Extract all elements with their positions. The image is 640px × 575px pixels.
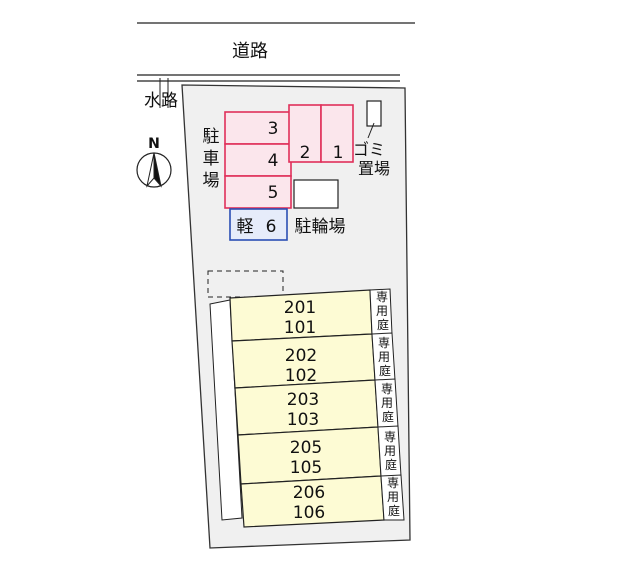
unit-203-103: 203 103 bbox=[234, 379, 379, 436]
parking-label-char-3: 場 bbox=[203, 171, 220, 191]
unit-upper-label: 205 bbox=[290, 438, 322, 458]
garden-char: 庭 bbox=[379, 363, 391, 378]
bicycle-parking-area bbox=[293, 179, 339, 209]
parking-space-1-label: 1 bbox=[333, 143, 344, 163]
private-garden-205: 専 用 庭 bbox=[377, 425, 402, 477]
garden-char: 庭 bbox=[385, 457, 397, 472]
unit-lower-label: 102 bbox=[285, 366, 317, 386]
private-garden-206: 専 用 庭 bbox=[380, 474, 405, 521]
north-arrow-icon bbox=[136, 152, 172, 188]
garden-char: 専 bbox=[378, 336, 390, 350]
road-label: 道路 bbox=[232, 41, 268, 62]
garden-char: 庭 bbox=[382, 409, 394, 424]
garden-char: 専 bbox=[381, 382, 393, 396]
unit-upper-label: 203 bbox=[287, 390, 319, 410]
garden-char: 専 bbox=[376, 290, 388, 304]
unit-205-105: 205 105 bbox=[237, 426, 382, 485]
garbage-bin bbox=[366, 100, 382, 127]
unit-upper-label: 201 bbox=[284, 298, 316, 318]
unit-202-102: 202 102 bbox=[231, 333, 376, 389]
garden-char: 用 bbox=[381, 396, 393, 410]
garbage-leader-line bbox=[367, 122, 375, 139]
parking-space-1: 1 bbox=[320, 104, 354, 163]
parking-label-char-2: 車 bbox=[203, 149, 220, 169]
unit-upper-label: 206 bbox=[293, 483, 325, 503]
north-label: N bbox=[148, 136, 160, 152]
garden-char: 用 bbox=[378, 350, 390, 364]
parking-space-4: 4 bbox=[224, 143, 292, 177]
unit-201-101: 201 101 bbox=[229, 289, 373, 342]
bicycle-parking-label: 駐輪場 bbox=[295, 217, 346, 237]
garden-char: 庭 bbox=[388, 503, 400, 518]
garden-char: 用 bbox=[384, 444, 396, 458]
unit-lower-label: 105 bbox=[290, 458, 322, 478]
unit-upper-label: 202 bbox=[285, 346, 317, 366]
private-garden-202: 専 用 庭 bbox=[371, 332, 396, 381]
kei-space-number: 6 bbox=[266, 217, 277, 237]
unit-lower-label: 106 bbox=[293, 503, 325, 523]
parking-space-3-label: 3 bbox=[268, 119, 279, 139]
parking-space-5: 5 bbox=[224, 175, 292, 209]
private-garden-203: 専 用 庭 bbox=[374, 378, 399, 428]
unit-206-106: 206 106 bbox=[240, 475, 385, 528]
parking-label-char-1: 駐 bbox=[203, 127, 220, 147]
garden-char: 専 bbox=[384, 430, 396, 444]
unit-lower-label: 103 bbox=[287, 410, 319, 430]
parking-space-5-label: 5 bbox=[268, 183, 279, 203]
garden-char: 用 bbox=[376, 304, 388, 318]
private-garden-201: 専 用 庭 bbox=[369, 288, 393, 335]
parking-space-kei-6: 軽 6 bbox=[229, 208, 288, 241]
kei-space-prefix: 軽 bbox=[237, 217, 254, 237]
garbage-label-line1: ゴミ bbox=[353, 140, 385, 159]
parking-space-4-label: 4 bbox=[268, 151, 279, 171]
garbage-label-line2: 置場 bbox=[358, 159, 390, 178]
garden-char: 専 bbox=[387, 476, 399, 490]
parking-space-3: 3 bbox=[224, 111, 292, 145]
garden-char: 用 bbox=[387, 490, 399, 504]
parking-space-2-label: 2 bbox=[300, 143, 311, 163]
walkway bbox=[209, 299, 243, 521]
parking-space-2: 2 bbox=[288, 104, 322, 163]
unit-lower-label: 101 bbox=[284, 318, 316, 338]
waterway-label: 水路 bbox=[144, 91, 178, 111]
garden-char: 庭 bbox=[377, 317, 389, 332]
